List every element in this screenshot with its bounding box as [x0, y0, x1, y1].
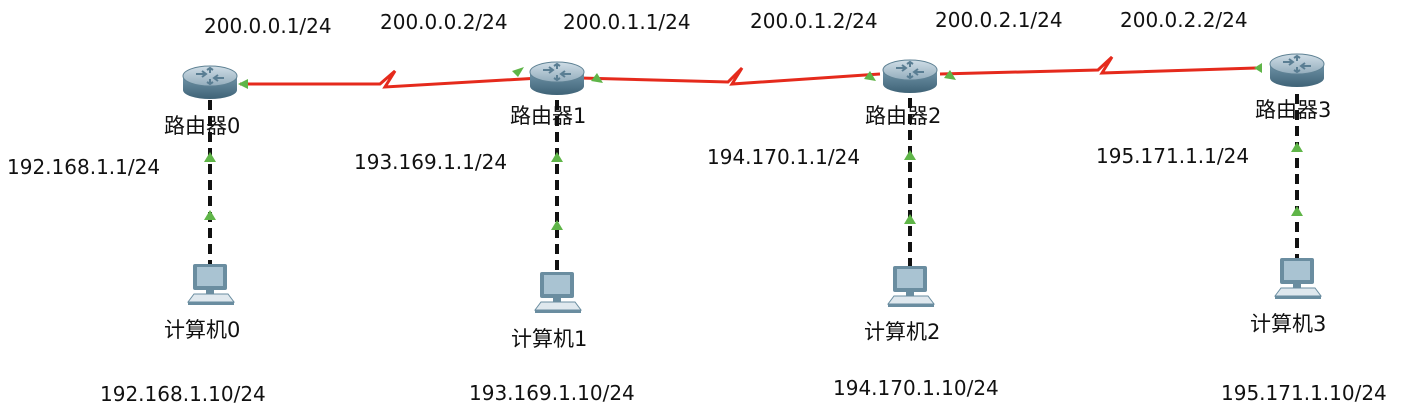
wan-address-label: 200.0.2.1/24 [935, 8, 1063, 32]
wan-address-label: 200.0.2.2/24 [1120, 8, 1248, 32]
link-up-triangle [512, 67, 524, 77]
link-up-triangle [204, 210, 216, 220]
gateway-address-label: 194.170.1.1/24 [707, 145, 861, 169]
link-up-triangle [238, 79, 248, 89]
pc-label: 计算机0 [164, 318, 241, 342]
serial-link-0-1[interactable] [240, 69, 541, 89]
link-up-triangle [591, 73, 603, 83]
pc-label: 计算机1 [511, 327, 588, 351]
link-up-triangle [1291, 142, 1303, 152]
pc-icon[interactable] [1274, 258, 1322, 299]
link-status-indicators [204, 63, 1303, 230]
pcs [187, 258, 1322, 313]
wan-address-label: 200.0.0.2/24 [380, 10, 508, 34]
link-up-triangle [904, 214, 916, 224]
router-icon[interactable] [1269, 53, 1325, 87]
pc-label: 计算机3 [1250, 312, 1327, 336]
wan-address-label: 200.0.1.1/24 [563, 10, 691, 34]
pc-icon[interactable] [887, 266, 935, 307]
pc-icon[interactable] [534, 272, 582, 313]
gateway-address-label: 193.169.1.1/24 [354, 150, 508, 174]
link-up-triangle [204, 152, 216, 162]
ethernet-links [208, 94, 1299, 272]
pc-label: 计算机2 [864, 320, 941, 344]
link-up-triangle [944, 70, 956, 80]
serial-link-2-3[interactable] [939, 55, 1257, 76]
router-label: 路由器2 [865, 104, 942, 128]
pc-address-label: 193.169.1.10/24 [469, 381, 635, 405]
link-up-triangle [904, 150, 916, 160]
router-label: 路由器0 [164, 114, 241, 138]
router-icon[interactable] [182, 65, 238, 99]
gateway-address-label: 195.171.1.1/24 [1096, 144, 1250, 168]
serial-link-1-2[interactable] [579, 66, 881, 86]
gateway-address-label: 192.168.1.1/24 [7, 155, 161, 179]
pc-address-label: 194.170.1.10/24 [833, 376, 999, 400]
link-up-triangle [1254, 63, 1262, 73]
router-icon[interactable] [882, 59, 938, 93]
pc-icon[interactable] [187, 264, 235, 305]
wan-address-label: 200.0.0.1/24 [204, 14, 332, 38]
serial-links [240, 55, 1257, 89]
link-up-triangle [551, 220, 563, 230]
routers [182, 53, 1325, 99]
router-label: 路由器1 [510, 104, 587, 128]
pc-address-label: 195.171.1.10/24 [1221, 381, 1387, 405]
router-icon[interactable] [529, 61, 585, 95]
pc-address-label: 192.168.1.10/24 [100, 382, 266, 406]
link-up-triangle [864, 71, 876, 81]
wan-address-label: 200.0.1.2/24 [750, 9, 878, 33]
link-up-triangle [1291, 206, 1303, 216]
link-up-triangle [551, 152, 563, 162]
router-label: 路由器3 [1255, 98, 1332, 122]
